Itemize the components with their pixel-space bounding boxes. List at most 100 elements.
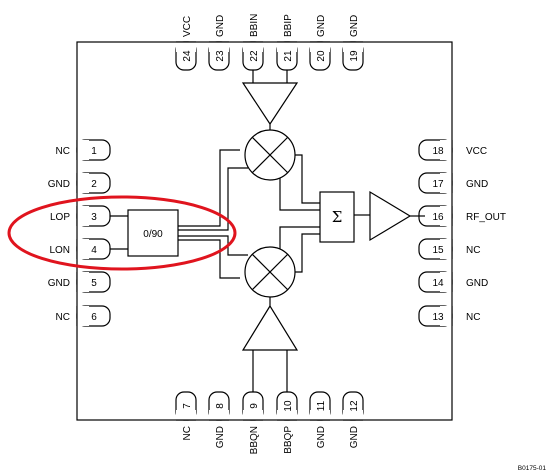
pin-label-gnd: GND: [316, 426, 327, 448]
pin-21-mask: [277, 42, 297, 52]
figure-reference: B0175-01: [518, 465, 547, 472]
pin-4: 4 LON: [49, 238, 111, 260]
pin-10-number: 10: [283, 400, 294, 412]
pin-17-mask: [440, 173, 452, 193]
pin-label-bbqn: BBQN: [249, 426, 260, 454]
pin-7-mask: [176, 410, 196, 420]
pin-7: 7NC: [175, 391, 197, 440]
pin-3-mask: [77, 206, 89, 226]
q-channel-amplifier: [241, 304, 299, 351]
pin-6-number: 6: [91, 312, 97, 323]
pin-23-mask: [209, 42, 229, 52]
phase-splitter-block: [127, 209, 179, 257]
pin-23-number: 23: [215, 50, 226, 62]
summer-block: [319, 191, 355, 243]
pin-6: 6 NC: [56, 305, 111, 327]
pin-1: 1 NC: [56, 139, 111, 161]
pin-22-mask: [243, 42, 263, 52]
pin-1-number: 1: [91, 146, 97, 157]
pin-17-number: 17: [432, 179, 444, 190]
pin-label-gnd: GND: [215, 426, 226, 448]
pin-20-mask: [310, 42, 330, 52]
pin-11-number: 11: [316, 400, 327, 411]
pin-12-number: 12: [349, 400, 360, 412]
pin-7-number: 7: [182, 403, 193, 409]
pin-19-number: 19: [349, 50, 360, 62]
pin-8-mask: [209, 410, 229, 420]
pin-14-number: 14: [432, 278, 444, 289]
pin-11-mask: [310, 410, 330, 420]
pin-label-nc: NC: [466, 245, 480, 256]
pin-13-number: 13: [432, 312, 444, 323]
pin-label-bbqp: BBQP: [283, 426, 294, 454]
pin-9-number: 9: [249, 403, 260, 409]
pin-label-bbip: BBIP: [283, 14, 294, 37]
package-body: [76, 41, 453, 421]
i-mixer: [244, 129, 296, 181]
pin-19: 19 GND: [342, 15, 364, 71]
pin-label-bbin: BBIN: [249, 14, 260, 37]
pin-4-number: 4: [91, 245, 97, 256]
mixer-output-routing: [279, 154, 320, 273]
pin-label-nc: NC: [56, 146, 70, 157]
pin-14-mask: [440, 272, 452, 292]
pin-4-mask: [77, 239, 89, 259]
pin-14: 14 GND: [418, 271, 488, 293]
output-amplifier: [369, 190, 412, 242]
pin-20-number: 20: [316, 50, 327, 62]
pin-17: 17 GND: [418, 172, 488, 194]
pin-16-number: 16: [432, 212, 444, 223]
pin-9-mask: [243, 410, 263, 420]
pin-2-number: 2: [91, 179, 97, 190]
pin-5: 5 GND: [48, 271, 111, 293]
pin-label-lon: LON: [49, 245, 70, 256]
pin-13-mask: [440, 306, 452, 326]
pin-3: 3 LOP: [50, 205, 111, 227]
pin-24-number: 24: [182, 50, 193, 62]
pin-label-nc: NC: [56, 312, 70, 323]
pin-10-mask: [277, 410, 297, 420]
pin-24-mask: [176, 42, 196, 52]
pin-19-mask: [343, 42, 363, 52]
pin-label-gnd: GND: [349, 426, 360, 448]
pin-label-gnd: GND: [48, 278, 70, 289]
pin-12-mask: [343, 410, 363, 420]
pin-label-gnd: GND: [466, 278, 488, 289]
pin-5-number: 5: [91, 278, 97, 289]
pin-6-mask: [77, 306, 89, 326]
summer-label: Σ: [332, 208, 343, 226]
q-mixer: [244, 246, 296, 298]
pin-15-number: 15: [432, 245, 444, 256]
pin-label-gnd: GND: [316, 15, 327, 37]
pin-8-number: 8: [215, 403, 226, 409]
pin-5-mask: [77, 272, 89, 292]
pin-18: 18 VCC: [418, 139, 487, 161]
pin-1-mask: [77, 140, 89, 160]
pin-label-gnd: GND: [349, 15, 360, 37]
pin-18-number: 18: [432, 146, 444, 157]
pin-16-mask: [440, 206, 452, 226]
pin-label-lop: LOP: [50, 212, 70, 223]
pin-3-number: 3: [91, 212, 97, 223]
pin-2: 2 GND: [48, 172, 111, 194]
pin-label-gnd: GND: [48, 179, 70, 190]
pin-20: 20 GND: [309, 15, 331, 71]
phase-splitter-label: 0/90: [143, 229, 163, 240]
pin-label-vcc: VCC: [466, 146, 487, 157]
pin-label-gnd: GND: [466, 179, 488, 190]
pin-18-mask: [440, 140, 452, 160]
pin-15: 15 NC: [418, 238, 480, 260]
